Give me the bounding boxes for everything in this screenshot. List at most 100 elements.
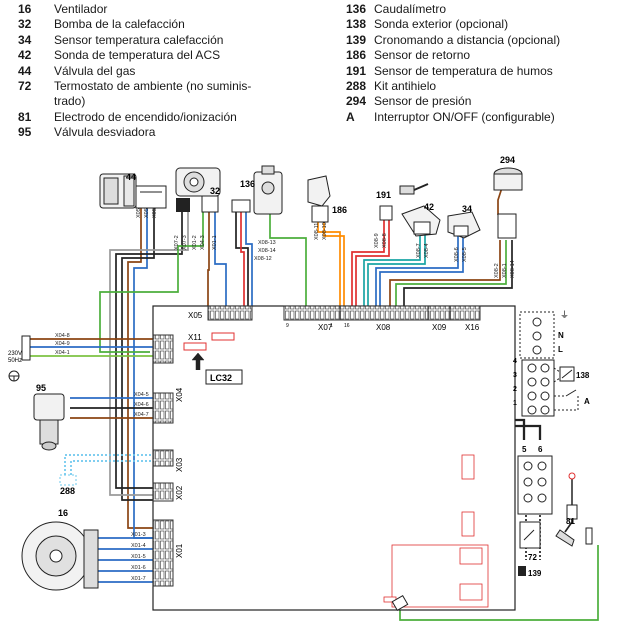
wire-red xyxy=(240,212,245,306)
wire-blue xyxy=(245,212,253,306)
mains-frequency: 50Hz xyxy=(8,358,22,364)
connector-x11 xyxy=(183,342,207,351)
pin-label: X04-5 xyxy=(134,392,149,398)
component-label: 42 xyxy=(424,202,434,212)
legend-row: trado) xyxy=(18,94,318,109)
mains-voltage: 230V xyxy=(8,351,22,357)
wire-red xyxy=(351,220,385,306)
pin-label: X08-14 xyxy=(510,260,516,278)
electrode-plug xyxy=(391,594,409,612)
pin-label: X04-3 xyxy=(200,235,206,250)
wire-blue xyxy=(379,236,464,306)
legend-text: Válvula desviadora xyxy=(54,125,156,140)
wire-teal xyxy=(367,232,426,306)
pin-label: X08-14 xyxy=(258,248,276,254)
terminal-label: 2 xyxy=(513,386,517,393)
label-x08: X08 xyxy=(376,323,391,332)
flue-sensor-191: 191 xyxy=(376,183,429,221)
antifreeze-kit-288: 288 xyxy=(59,474,77,496)
connector-x02 xyxy=(152,482,174,502)
wire-green xyxy=(395,240,507,306)
return-sensor-186: 186 xyxy=(307,175,347,223)
component-label: 44 xyxy=(126,172,136,182)
legend-text: Cronomando a distancia (opcional) xyxy=(374,32,561,47)
legend-code: 81 xyxy=(18,109,32,124)
pin-label: X01-4 xyxy=(131,543,146,549)
board-block xyxy=(459,583,483,601)
legend-code: 136 xyxy=(346,2,367,16)
label-x07: X07 xyxy=(318,323,333,332)
pin-label: X08-11 xyxy=(314,223,320,240)
pin-number: 9 xyxy=(286,323,289,329)
wire-black xyxy=(121,208,173,501)
pin-label: X01-3 xyxy=(131,532,146,538)
flowmeter-136: 136 xyxy=(231,165,283,215)
pin-label: X08-1 xyxy=(502,263,508,278)
component-label: 95 xyxy=(36,383,46,393)
legend-code: 138 xyxy=(346,17,367,32)
connector-x08 xyxy=(339,305,429,321)
wire-blue xyxy=(214,212,227,306)
mains-input: 230V 50Hz xyxy=(8,335,31,382)
terminal-label: 4 xyxy=(513,358,517,365)
wire-grey xyxy=(109,212,189,496)
pin-label: X04-8 xyxy=(55,333,70,339)
diverter-valve-95: 95 xyxy=(33,383,65,451)
connector-x04-power xyxy=(152,334,174,364)
wire-lightblue xyxy=(70,460,173,475)
pin-label: X05-5 xyxy=(152,203,158,218)
pin-label: X08-8 xyxy=(382,233,388,248)
fan-16: 16 xyxy=(21,508,99,591)
legend-row: 186 Sensor de retorno xyxy=(346,48,616,63)
pin-label: X01-7 xyxy=(131,576,146,582)
terminal-label: L xyxy=(558,345,563,354)
component-label: 288 xyxy=(60,486,75,496)
terminal-label: 1 xyxy=(513,400,517,407)
component-label: 34 xyxy=(462,204,472,214)
wire-teal xyxy=(363,232,421,306)
legend-text: Sensor de retorno xyxy=(374,48,471,63)
component-label: 294 xyxy=(500,155,515,165)
wire-red xyxy=(355,220,390,306)
pin-label: X05-2 xyxy=(136,203,142,218)
component-label: 81 xyxy=(566,517,575,526)
terminal-label: 3 xyxy=(513,372,517,379)
pin-number: 16 xyxy=(344,323,350,329)
board-block xyxy=(459,547,483,565)
legend-text: Caudalímetro xyxy=(374,2,447,16)
label-x05: X05 xyxy=(188,311,203,320)
wire-blue xyxy=(375,236,459,306)
pin-label: X08-10 xyxy=(322,222,328,240)
pin-label: X01-1 xyxy=(212,235,218,250)
wire-brown xyxy=(207,212,210,306)
legend-text: trado) xyxy=(54,94,86,109)
component-label: 139 xyxy=(528,569,542,578)
pin-label: X04-6 xyxy=(134,402,149,408)
pin-label: X08-12 xyxy=(254,256,272,262)
board-block xyxy=(461,511,475,537)
legend-code: A xyxy=(346,109,355,124)
legend-text: Termostato de ambiente (no suminis- xyxy=(54,79,252,94)
wire-brown xyxy=(127,208,173,529)
wire-green xyxy=(399,545,599,621)
legend-code: 139 xyxy=(346,32,367,47)
label-x16: X16 xyxy=(465,323,480,332)
earth-icon: ⏚ xyxy=(560,310,569,320)
main-board: X05 X07 X08 X09 X16 9 1 16 X04 X03 X02 X… xyxy=(152,305,516,611)
legend-text: Sensor de temperatura de humos xyxy=(374,63,553,78)
terminal-label: 5 xyxy=(522,445,527,454)
wire-black xyxy=(115,212,183,489)
terminal-label: A xyxy=(584,397,590,406)
legend-row: 136 Caudalímetro xyxy=(346,2,616,17)
dhw-sensor-42: 42 xyxy=(401,202,441,237)
label-x02: X02 xyxy=(175,485,184,500)
gas-valve-44: 44 xyxy=(99,172,167,209)
pin-label: X07-3 xyxy=(182,235,188,250)
component-label: 186 xyxy=(332,205,347,215)
wire-brown xyxy=(389,240,501,306)
legend-code: 186 xyxy=(346,48,367,63)
